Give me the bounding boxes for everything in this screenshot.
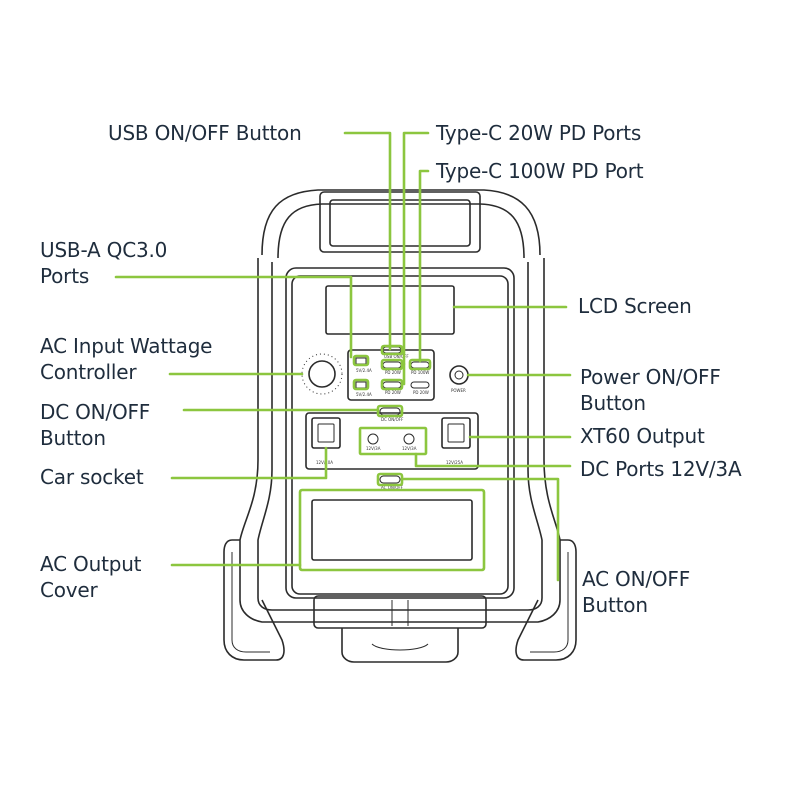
label-typec-20w: Type-C 20W PD Ports: [436, 121, 642, 145]
marking-dc1: 12V/3A: [366, 446, 381, 451]
label-dc-ports: DC Ports 12V/3A: [580, 457, 742, 481]
label-usb-a: USB-A QC3.0 Ports: [40, 238, 168, 288]
label-ac-switch: AC ON/OFF Button: [582, 567, 691, 617]
typec-port-1: [382, 361, 402, 369]
label-typec-100w: Type-C 100W PD Port: [436, 159, 644, 183]
callout-lines: [114, 131, 572, 582]
leader-usb-switch: [343, 131, 392, 351]
leader-usb-a: [114, 275, 353, 359]
dc-panel: [305, 412, 479, 470]
label-car-socket: Car socket: [40, 465, 144, 489]
typec-port-3: [410, 381, 430, 389]
ac-switch: [379, 475, 401, 484]
marking-pd2: PD 20W: [385, 390, 401, 395]
power-button: [449, 365, 469, 385]
marking-pd1: PD 20W: [385, 370, 401, 375]
leader-car-socket: [170, 446, 328, 480]
leader-typec-20w: [402, 131, 430, 366]
leader-ac-switch: [400, 477, 560, 582]
marking-usb-switch: USB ON/OFF: [384, 354, 409, 359]
label-ac-input: AC Input Wattage Controller: [40, 334, 213, 384]
typec-port-100w: [410, 361, 430, 369]
label-xt60: XT60 Output: [580, 424, 705, 448]
label-ac-cover: AC Output Cover: [40, 552, 142, 602]
usb-a-port-1: [355, 357, 367, 365]
label-dc-switch: DC ON/OFF Button: [40, 400, 151, 450]
marking-ac-switch: AC ON/OFF: [381, 485, 404, 490]
usb-a-port-2: [355, 381, 367, 389]
marking-pd3: PD 20W: [413, 390, 429, 395]
marking-dc2: 12V/3A: [402, 446, 417, 451]
leader-typec-100w: [418, 169, 430, 363]
typec-port-2: [382, 381, 402, 389]
power-station-outline: [223, 189, 577, 663]
marking-car: 12V/10A: [316, 460, 333, 465]
label-power: Power ON/OFF Button: [580, 365, 721, 415]
xt60-port: [441, 417, 471, 449]
dc-port-1: [367, 433, 379, 445]
leader-dc-ports: [414, 452, 572, 468]
label-lcd: LCD Screen: [578, 294, 692, 318]
marking-pd100: PD 100W: [411, 370, 429, 375]
marking-dc-switch: DC ON/OFF: [381, 417, 404, 422]
dc-switch: [379, 407, 401, 416]
marking-qc2: 5V/2.4A: [356, 392, 372, 397]
dc-port-2: [403, 433, 415, 445]
marking-qc1: 5V/2.4A: [356, 368, 372, 373]
usb-port-panel: [347, 349, 435, 401]
ac-output-cover: [299, 489, 485, 571]
car-socket: [311, 417, 341, 449]
label-usb-switch: USB ON/OFF Button: [108, 121, 302, 145]
ac-input-knob: [308, 360, 336, 388]
marking-xt60: 12V/25A: [446, 460, 463, 465]
marking-power: POWER: [451, 388, 466, 393]
